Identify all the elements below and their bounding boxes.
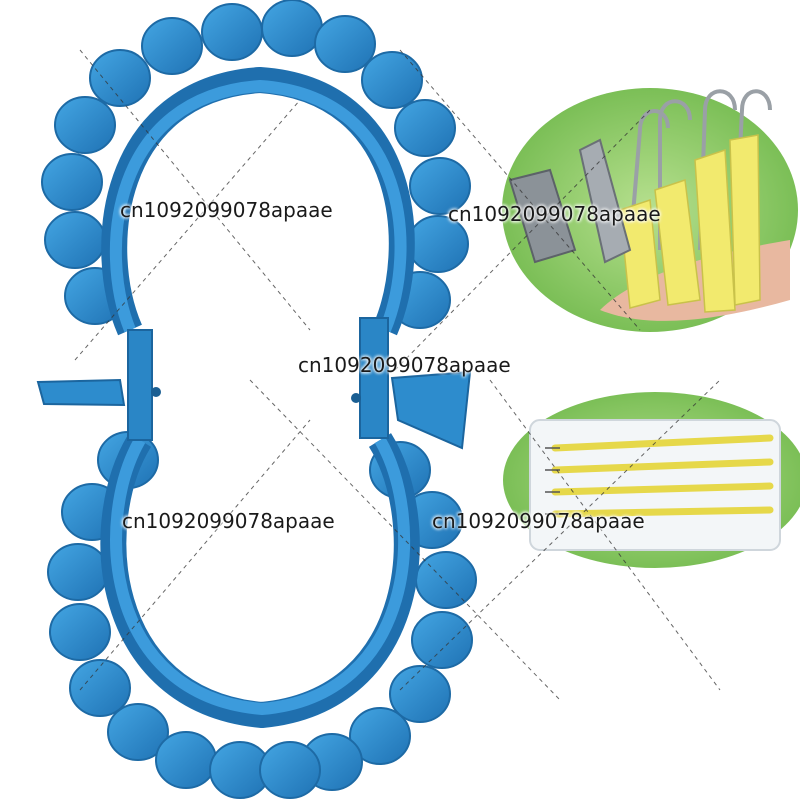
left-hinge xyxy=(36,329,161,441)
watermark-text: cn1092099078apaae xyxy=(120,198,333,222)
watermark-text: cn1092099078apaae xyxy=(448,202,661,226)
hooks-inset xyxy=(502,88,798,332)
watermark-text: cn1092099078apaae xyxy=(298,353,511,377)
lower-ring xyxy=(47,431,477,799)
package-inset xyxy=(503,392,800,568)
lower-ring-inner xyxy=(100,433,420,729)
right-hinge xyxy=(351,317,472,450)
watermark-text: cn1092099078apaae xyxy=(122,509,335,533)
watermark-lines xyxy=(74,49,721,701)
upper-ring xyxy=(41,0,471,329)
watermark-text: cn1092099078apaae xyxy=(432,509,645,533)
